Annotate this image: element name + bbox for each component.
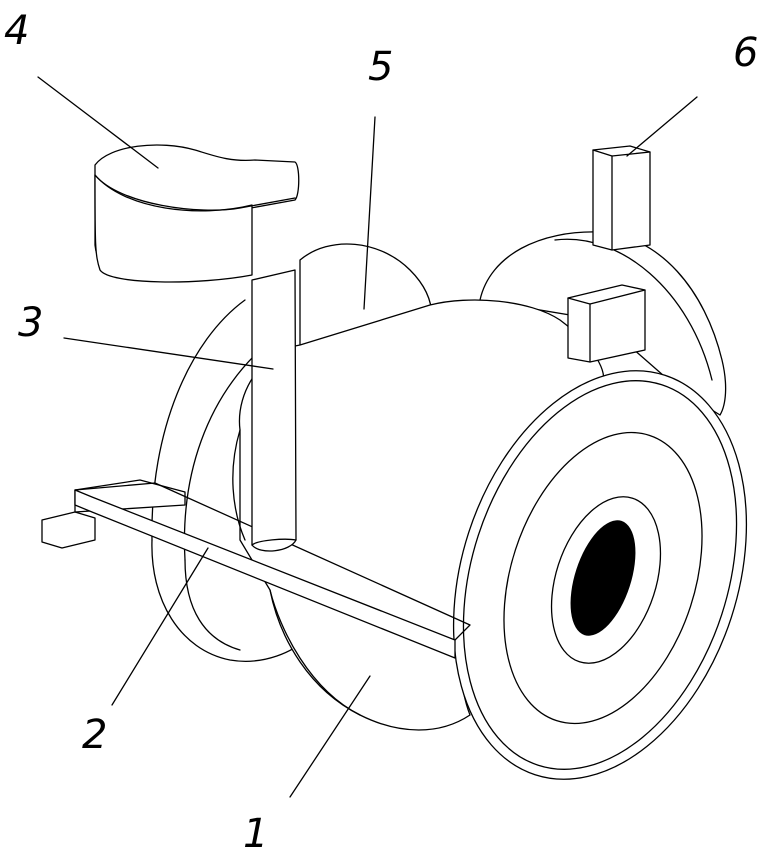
leader-4 [37,76,159,169]
bar-2 [41,479,471,659]
leader-lines [37,76,698,798]
main-body [232,299,605,731]
callout-2: 2 [82,712,107,758]
callout-6: 6 [733,30,758,76]
callout-4: 4 [4,8,29,54]
leader-1 [289,675,371,798]
callout-3: 3 [18,300,43,346]
top-block [567,284,646,363]
callout-labels: 1 2 3 4 5 6 [4,8,758,857]
handle-3-4 [94,144,300,552]
callout-1: 1 [243,811,268,857]
rear-right-flange [479,231,727,416]
leader-5 [363,116,376,310]
bore-hole [570,520,636,636]
front-flange [452,370,748,780]
leader-2 [111,547,209,706]
callout-5: 5 [368,44,393,90]
leader-6 [626,96,698,157]
leader-3 [63,337,274,370]
post-6 [592,145,651,251]
